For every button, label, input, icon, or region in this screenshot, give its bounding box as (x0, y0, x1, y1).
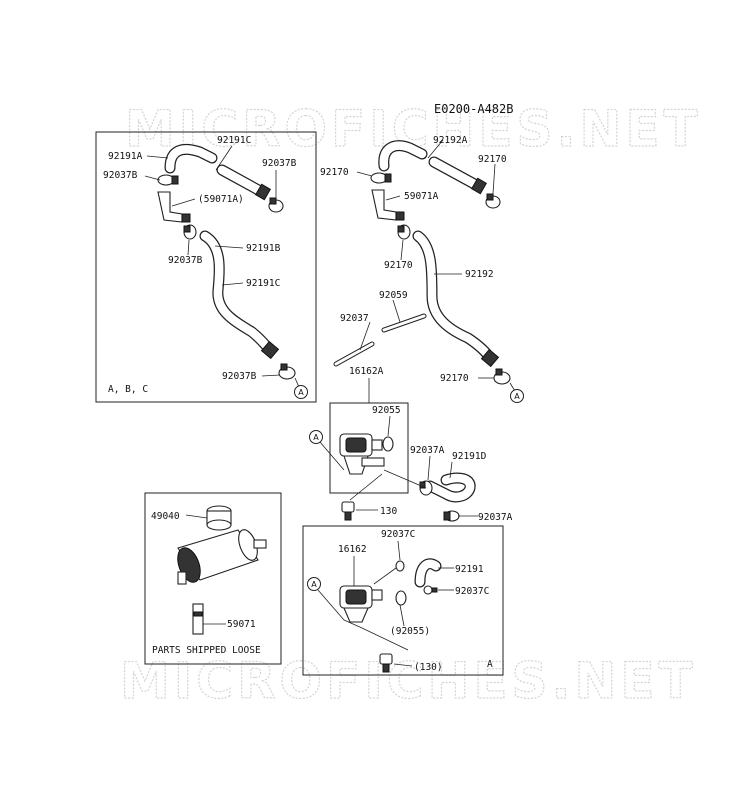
label-92192A: 92192A (433, 135, 468, 146)
clamp-92170-tr (485, 193, 501, 209)
bolt-130 (341, 501, 355, 521)
regulator-16162A (339, 433, 385, 475)
hose-92191 (414, 558, 442, 588)
label-92037B-mid: 92037B (168, 255, 203, 266)
panel-abc-note: A, B, C (108, 384, 148, 395)
label-92191A: 92191A (108, 151, 143, 162)
hose-92191B (199, 230, 280, 360)
svg-text:A: A (311, 580, 317, 589)
label-59071A-left: (59071A) (198, 194, 244, 205)
clamp-92170-mid (397, 224, 411, 240)
label-92037A-top: 92037A (410, 445, 445, 456)
label-16162A: 16162A (349, 366, 384, 377)
label-92055: 92055 (372, 405, 401, 416)
label-92191C-mid: 92191C (246, 278, 280, 289)
label-92170-bottom: 92170 (440, 373, 469, 384)
diagram-code: E0200-A482B (434, 102, 513, 116)
label-92037C-right: 92037C (455, 586, 489, 597)
fitting-59071A-right (371, 189, 405, 221)
label-59071: 59071 (227, 619, 256, 630)
label-130-paren: (130) (414, 662, 443, 673)
clamp-92037C-right (423, 585, 438, 595)
label-92037B-right: 92037B (262, 158, 297, 169)
callout-a-left: A (294, 385, 308, 399)
clamp-92037A-bottom (443, 510, 460, 522)
label-92037C-top: 92037C (381, 529, 415, 540)
label-92192: 92192 (465, 269, 494, 280)
fitting-59071 (192, 603, 204, 635)
filter-assembly (177, 529, 267, 585)
hose-92191A (164, 143, 218, 174)
svg-text:A: A (298, 388, 304, 397)
label-92170-tr: 92170 (478, 154, 507, 165)
clamp-92170-tl (370, 172, 392, 184)
label-92037B-left: 92037B (103, 170, 138, 181)
tube-92059 (381, 313, 427, 333)
svg-text:A: A (514, 392, 520, 401)
clamp-92037C-top (395, 560, 405, 572)
label-92037: 92037 (340, 313, 369, 324)
hose-92192A (378, 140, 428, 172)
label-92191D: 92191D (452, 451, 487, 462)
cap-49040 (206, 505, 232, 531)
label-92037B-bottom: 92037B (222, 371, 257, 382)
clamp-92037A-top (419, 480, 433, 496)
regulator-16162 (339, 585, 383, 623)
callout-a-right: A (510, 389, 524, 403)
panel-a-frame (302, 525, 504, 676)
label-92037A-bottom: 92037A (478, 512, 513, 523)
hose-92192A-straight (428, 156, 488, 195)
label-59071A-right: 59071A (404, 191, 439, 202)
label-49040: 49040 (151, 511, 180, 522)
watermark-bottom: MICROFICHES.NET (120, 652, 697, 710)
label-16162: 16162 (338, 544, 367, 555)
tube-92037 (333, 341, 375, 367)
callout-a-reg: A (309, 430, 323, 444)
fitting-59071A-left (157, 191, 191, 223)
panel-loose-caption: PARTS SHIPPED LOOSE (152, 645, 261, 656)
clamp-92037B-left (157, 174, 179, 186)
panel-a-note: A (487, 659, 493, 670)
label-92170-mid: 92170 (384, 260, 413, 271)
hose-92191C-top (216, 164, 272, 201)
label-92191: 92191 (455, 564, 484, 575)
oring-92055-a (395, 590, 407, 606)
bolt-130-a (379, 653, 393, 673)
label-130: 130 (380, 506, 397, 517)
oring-92055 (382, 436, 394, 452)
clamp-92037B-right (268, 197, 284, 213)
hose-92192 (412, 230, 500, 368)
label-92059: 92059 (379, 290, 408, 301)
label-92055-paren: (92055) (390, 626, 430, 637)
clamp-92037B-bottom (278, 363, 296, 380)
callout-a-panel: A (307, 577, 321, 591)
hose-92191D (424, 472, 476, 503)
label-92191B: 92191B (246, 243, 281, 254)
svg-text:A: A (313, 433, 319, 442)
panel-loose-frame (144, 492, 282, 665)
label-92191C-top: 92191C (217, 135, 251, 146)
clamp-92037B-mid (183, 224, 197, 240)
panel-abc-frame (95, 131, 317, 403)
label-92170-tl: 92170 (320, 167, 349, 178)
clamp-92170-bottom (493, 368, 511, 385)
